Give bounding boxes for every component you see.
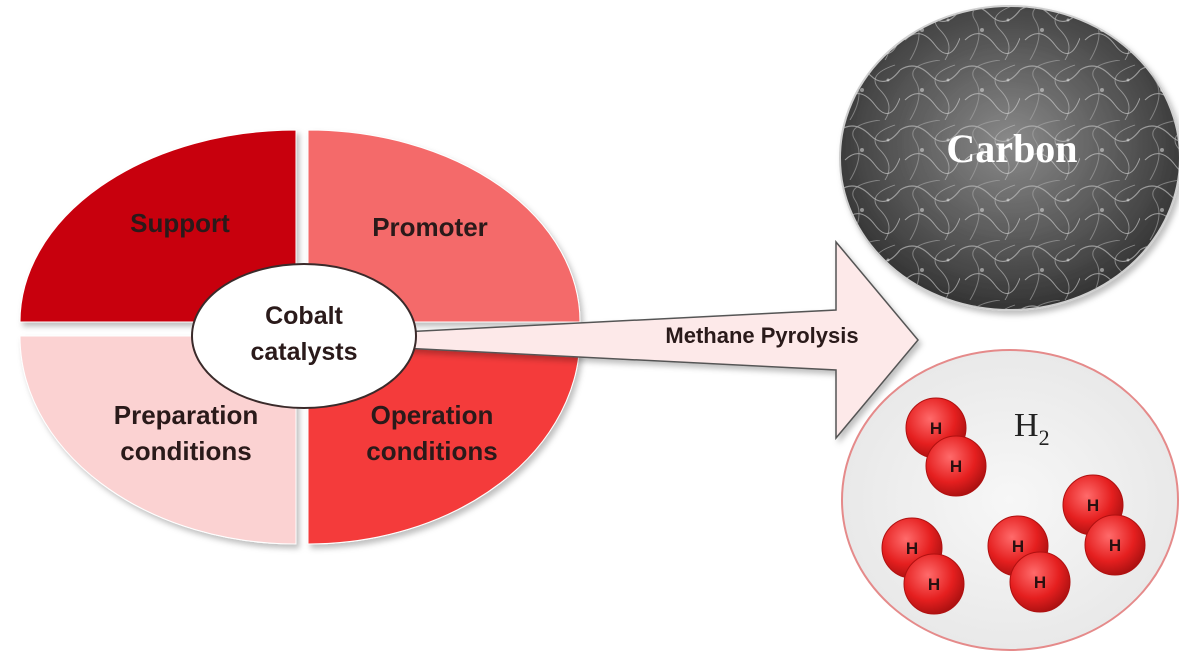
hydrogen-atom-sphere — [903, 553, 965, 615]
preparation-label-line1: Preparation — [114, 400, 259, 430]
methane-pyrolysis-arrow — [401, 239, 919, 441]
hydrogen-atom-label: H — [950, 457, 962, 476]
hydrogen-atom-label: H — [1034, 573, 1046, 592]
promoter-quadrant — [307, 129, 581, 323]
hydrogen-atom: H — [925, 435, 987, 497]
h2-label: H2 — [1014, 407, 1050, 450]
support-label: Support — [130, 208, 230, 238]
operation-label-line1: Operation — [371, 400, 494, 430]
carbon-label: Carbon — [946, 126, 1077, 171]
hydrogen-atom: H — [903, 553, 965, 615]
hydrogen-atom-label: H — [1087, 496, 1099, 515]
hydrogen-atom-label: H — [1109, 536, 1121, 555]
hydrogen-atom-label: H — [1012, 537, 1024, 556]
carbon-circle — [839, 5, 1179, 311]
hydrogen-atom: H — [1084, 514, 1146, 576]
hydrogen-atom-sphere — [925, 435, 987, 497]
hydrogen-atom-label: H — [928, 575, 940, 594]
arrow-label: Methane Pyrolysis — [665, 323, 858, 348]
center-label-line2: catalysts — [250, 338, 357, 366]
hydrogen-atom-sphere — [1084, 514, 1146, 576]
center-label-line1: Cobalt — [265, 302, 343, 330]
support-quadrant — [19, 129, 297, 323]
h2-molecule: HH — [1062, 474, 1146, 576]
h2-molecule: HH — [905, 397, 987, 497]
center-ellipse — [191, 263, 417, 409]
h2-molecule: HH — [987, 515, 1071, 613]
promoter-label: Promoter — [372, 212, 488, 242]
h2-molecule: HH — [881, 517, 965, 615]
h2-circle — [841, 349, 1179, 651]
hydrogen-atom-label: H — [930, 419, 942, 438]
hydrogen-atom-label: H — [906, 539, 918, 558]
hydrogen-atom-sphere — [1009, 551, 1071, 613]
preparation-label-line2: conditions — [120, 436, 251, 466]
operation-label-line2: conditions — [366, 436, 497, 466]
hydrogen-atom: H — [1009, 551, 1071, 613]
